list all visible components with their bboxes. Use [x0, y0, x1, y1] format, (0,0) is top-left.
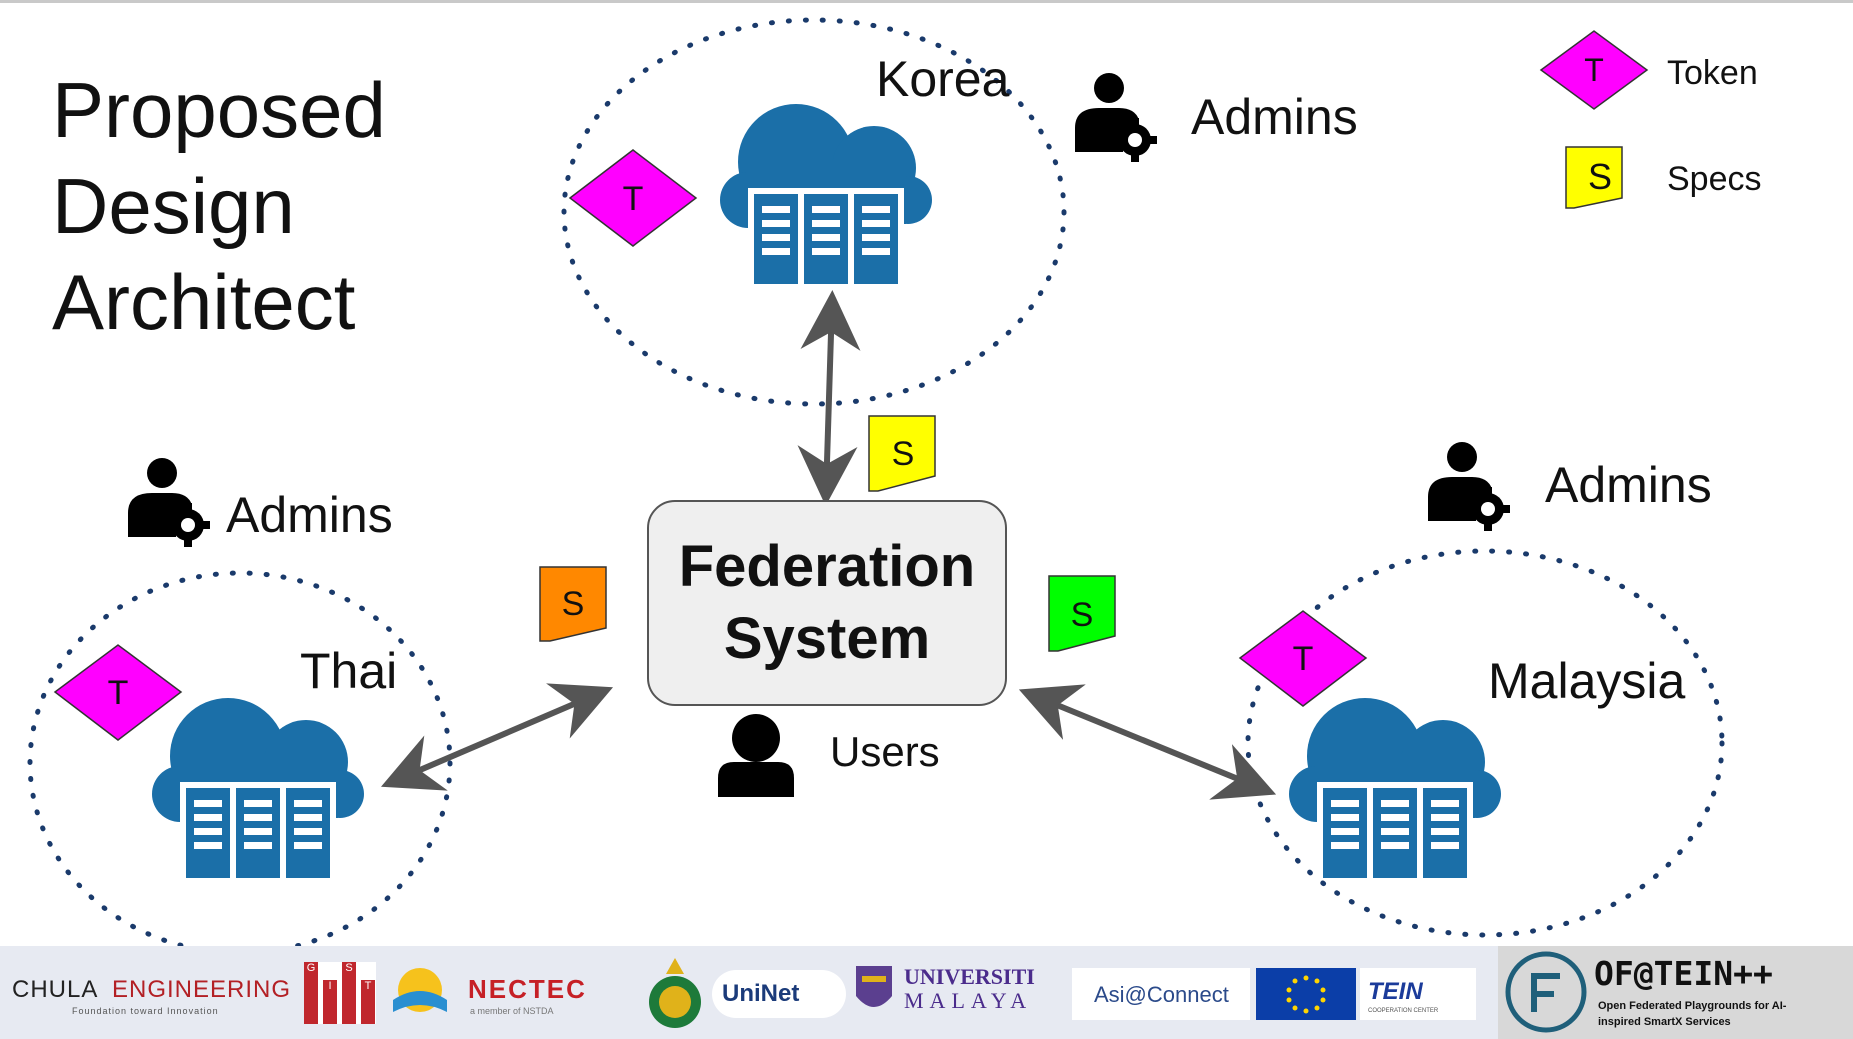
thai-admin-icon: [128, 458, 210, 547]
korea-federation-arrow: [797, 290, 861, 506]
gist-letter-g: G: [304, 962, 318, 1024]
malaysia-site-boundary: [1245, 548, 1725, 938]
thai-token-badge: T: [53, 644, 183, 741]
nectec-wordmark: NECTEC: [468, 974, 587, 1004]
federation-system-box: Federation System: [647, 500, 1007, 706]
legend-spec-label: Specs: [1667, 160, 1762, 198]
thai-token-symbol: T: [108, 674, 129, 712]
universiti-malaya-logo: UNIVERSITI MALAYA: [852, 958, 1062, 1028]
korea-admin-icon: [1075, 73, 1157, 162]
sun-emblem-logo: [393, 968, 447, 1012]
um-crest-icon: [856, 966, 892, 1007]
malaysia-token-symbol: T: [1293, 640, 1314, 678]
legend-spec-swatch: S: [1565, 146, 1623, 209]
malaysia-token-badge: T: [1238, 610, 1368, 707]
malaysia-site-label: Malaysia: [1488, 653, 1686, 709]
thai-admins-label: Admins: [226, 487, 393, 543]
malaysia-federation-arrow: [1018, 684, 1277, 800]
asi-connect-wordmark: Asi@Connect: [1094, 982, 1229, 1007]
thai-site-label: Thai: [300, 643, 398, 699]
uninet-logo: UniNet: [712, 970, 846, 1018]
uninet-wordmark: UniNet: [722, 980, 800, 1007]
title-line-1: Proposed: [52, 66, 386, 154]
ofetein-wordmark: OF@TEIN++: [1594, 954, 1773, 993]
korea-cloud-datacenter-icon: [720, 104, 932, 286]
gist-letter-t: T: [361, 980, 375, 1024]
malaysia-admins-label: Admins: [1545, 457, 1712, 513]
ofetein-emblem-icon: [1505, 951, 1587, 1033]
legend: T Token S Specs: [1539, 30, 1762, 209]
korea-token-badge: T: [568, 149, 698, 247]
malaysia-cloud-datacenter-icon: [1289, 698, 1501, 880]
ofetein-logo: OF@TEIN++ Open Federated Playgrounds for…: [1498, 946, 1853, 1039]
korea-site-boundary: [561, 17, 1067, 407]
legend-spec-symbol: S: [1588, 156, 1612, 197]
gist-logo: G I S T: [304, 962, 376, 1024]
partner-logo-strip: CHULA ENGINEERING Foundation toward Inno…: [0, 946, 1853, 1039]
title-line-3: Architect: [52, 258, 356, 346]
tein-wordmark: TEIN: [1368, 978, 1423, 1005]
thai-cloud-datacenter-icon: [152, 698, 364, 880]
korea-token-symbol: T: [623, 180, 644, 218]
asi-connect-logo: Asi@Connect: [1072, 968, 1250, 1020]
top-border: [0, 0, 1853, 3]
federation-label-line-1: Federation: [678, 534, 976, 599]
nectec-tagline: a member of NSTDA: [470, 1006, 554, 1016]
ofetein-tagline-line-2: inspired SmartX Services: [1598, 1016, 1731, 1028]
eu-stars-icon: [1286, 975, 1326, 1014]
legend-token-swatch: T: [1539, 30, 1649, 110]
thai-royal-crest-logo: [649, 958, 701, 1028]
tein-logo: TEIN COOPERATION CENTER: [1360, 968, 1476, 1020]
users-icon: [718, 714, 794, 797]
thai-spec-symbol: S: [562, 585, 585, 623]
korea-admins-label: Admins: [1191, 89, 1358, 145]
korea-spec-badge: S: [868, 415, 936, 492]
ofetein-tagline-line-1: Open Federated Playgrounds for AI-: [1598, 1000, 1787, 1012]
federation-label-line-2: System: [723, 606, 931, 671]
malaysia-admin-icon: [1428, 442, 1510, 531]
eu-flag-logo: [1256, 968, 1356, 1020]
chula-engineering-logo: CHULA ENGINEERING Foundation toward Inno…: [8, 946, 296, 1039]
engineering-tagline: Foundation toward Innovation: [72, 1006, 219, 1016]
korea-site-label: Korea: [876, 51, 1010, 107]
legend-token-label: Token: [1667, 54, 1758, 92]
malaysia-spec-symbol: S: [1071, 596, 1094, 634]
nectec-logo: NECTEC a member of NSTDA: [466, 946, 636, 1039]
thai-federation-arrow: [380, 683, 614, 791]
legend-token-symbol: T: [1584, 52, 1604, 88]
diagram-title: Proposed Design Architect: [52, 62, 386, 350]
tein-tagline: COOPERATION CENTER: [1368, 1008, 1439, 1014]
users-label: Users: [830, 728, 940, 775]
um-wordmark-line-1: UNIVERSITI: [904, 964, 1035, 989]
korea-spec-symbol: S: [892, 435, 915, 473]
gist-letter-i: I: [323, 980, 337, 1024]
gist-letter-s: S: [342, 962, 356, 1024]
engineering-wordmark: ENGINEERING: [112, 976, 292, 1003]
title-line-2: Design: [52, 162, 295, 250]
thai-spec-badge: S: [539, 566, 607, 642]
malaysia-spec-badge: S: [1048, 575, 1116, 652]
chula-wordmark: CHULA: [12, 976, 99, 1003]
um-wordmark-line-2: MALAYA: [904, 988, 1033, 1013]
